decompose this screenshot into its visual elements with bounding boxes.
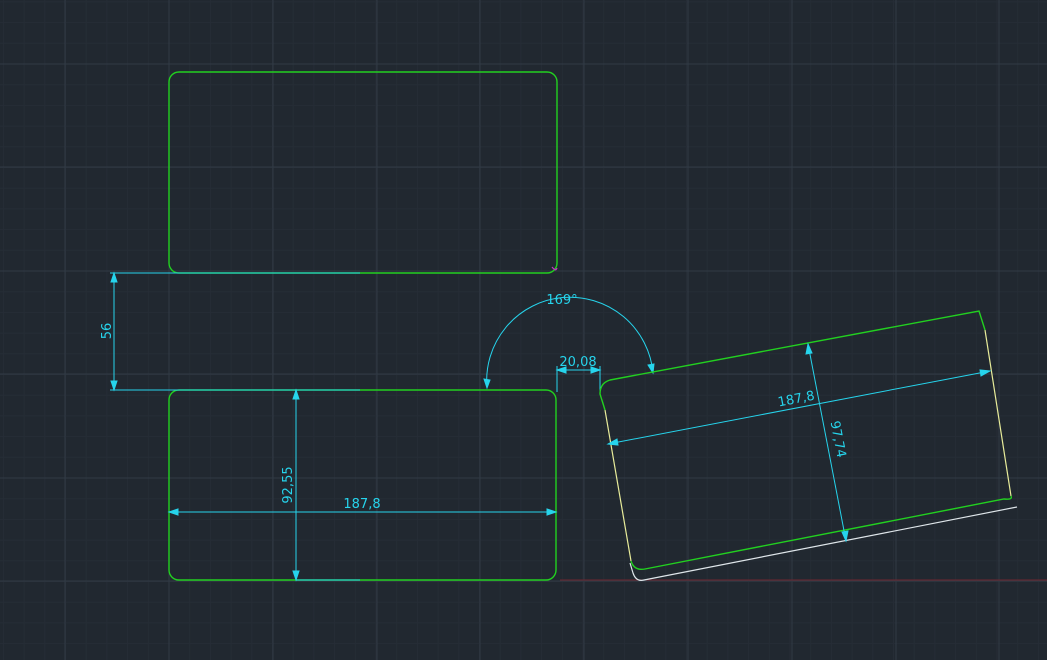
dimension-label-bottom-height: 92,55 <box>281 466 296 503</box>
dimension-label-angle: 169° <box>546 293 577 308</box>
dimension-gap-vertical[interactable] <box>110 271 360 392</box>
top-rect-corner-marker <box>551 266 558 271</box>
dimension-label-horizontal-gap: 20,08 <box>559 355 596 370</box>
top-rectangle[interactable] <box>168 71 558 274</box>
dimension-label-rotated-height: 97,74 <box>827 420 849 459</box>
bottom-rectangle[interactable] <box>168 389 557 581</box>
dimension-label-rotated-width: 187,8 <box>777 389 816 411</box>
rotated-rectangle[interactable] <box>599 310 1013 571</box>
dimension-label-gap-vertical: 56 <box>100 323 115 340</box>
rotated-rectangle-outer-edge <box>629 506 1018 581</box>
rotated-rectangle-right-edge <box>984 329 1012 497</box>
dimension-bottom-width[interactable] <box>167 508 558 516</box>
dimension-angle[interactable] <box>483 296 655 390</box>
dimension-label-bottom-width: 187,8 <box>343 497 380 512</box>
dimension-rotated-height[interactable] <box>805 342 849 543</box>
rotated-rectangle-left-edge <box>604 409 632 562</box>
dimension-horizontal-gap[interactable] <box>555 366 602 392</box>
dimension-bottom-height[interactable] <box>292 388 360 582</box>
dimension-rotated-width[interactable] <box>606 369 992 446</box>
